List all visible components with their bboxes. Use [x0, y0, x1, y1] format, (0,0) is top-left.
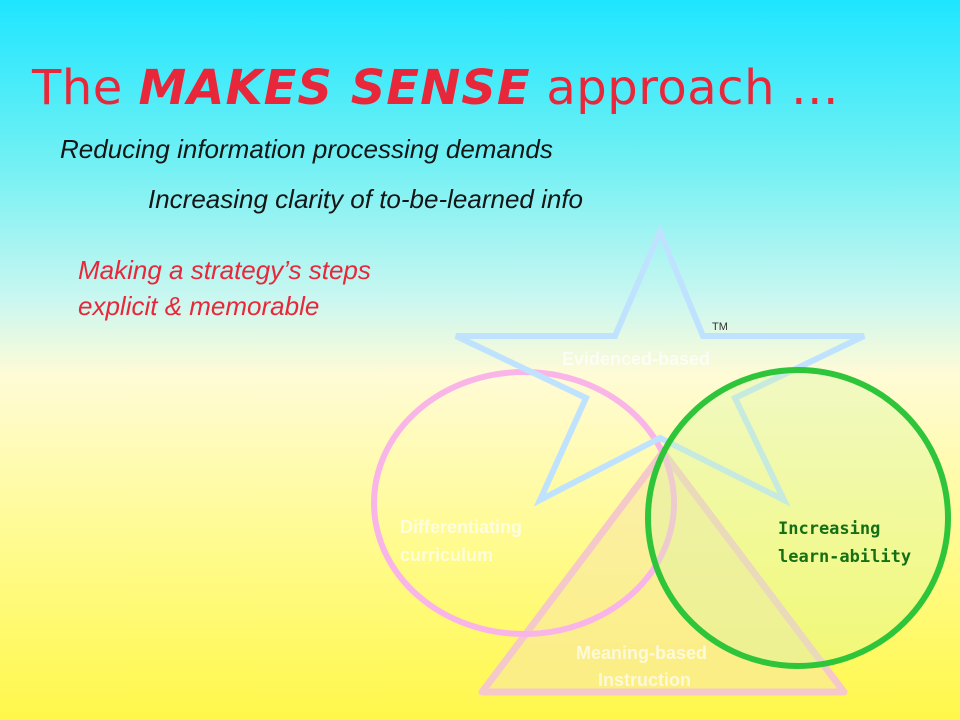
instruction-label-line2: Instruction	[598, 670, 691, 690]
trademark-mark: TM	[712, 321, 728, 333]
evidence-star	[454, 224, 866, 507]
title-emphasis: MAKES SENSE	[138, 60, 531, 116]
title-suffix: approach …	[530, 60, 840, 116]
evidence-based-label: Evidenced-based	[562, 349, 710, 369]
subtitle-reducing-demands: Reducing information processing demands	[60, 134, 553, 164]
learnability-ellipse	[645, 367, 951, 669]
title-prefix: The	[32, 60, 139, 116]
strategy-steps-text: Making a strategy’s steps explicit & mem…	[78, 255, 371, 321]
instruction-label-line1: Meaning-based	[576, 643, 707, 663]
subtitle-increasing-clarity: Increasing clarity of to-be-learned info	[148, 184, 584, 214]
slide-title: The MAKES SENSE approach …	[32, 60, 839, 116]
learnability-label-line1: Increasing	[778, 519, 880, 539]
curriculum-ellipse	[371, 369, 677, 637]
curriculum-label-line1: Differentiating	[400, 517, 522, 537]
curriculum-label-line2: curriculum	[400, 545, 493, 565]
learnability-label-line2: learn-ability	[778, 547, 911, 567]
instruction-triangle	[478, 448, 848, 696]
